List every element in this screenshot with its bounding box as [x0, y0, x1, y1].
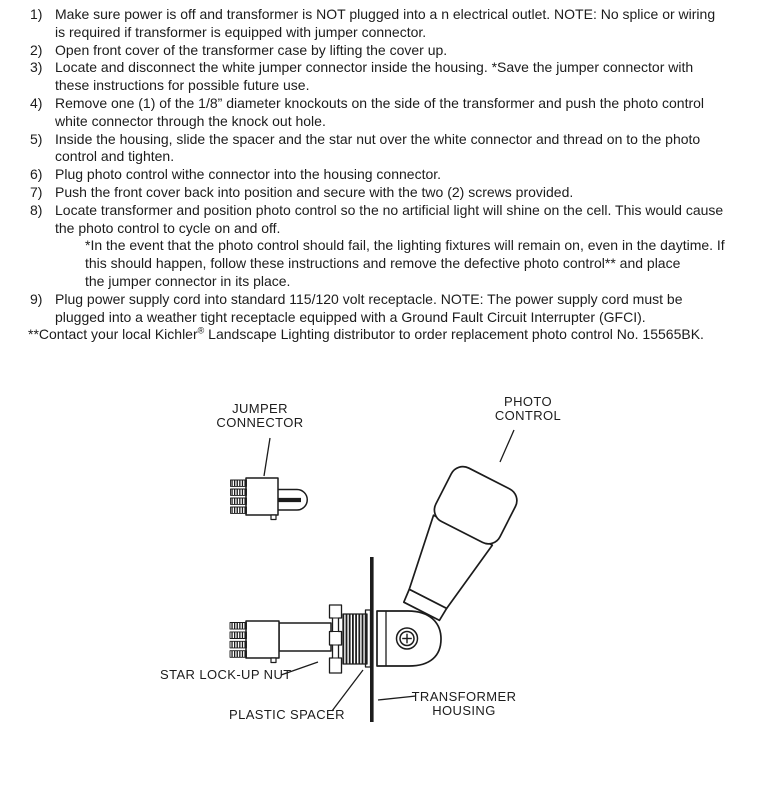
- jumper-connector-drawing: [230, 477, 308, 521]
- note-line: *In the event that the photo control sho…: [85, 237, 725, 254]
- step-number: 5): [30, 130, 43, 147]
- failure-note: *In the event that the photo control sho…: [85, 237, 725, 290]
- housing-leader-line: [377, 695, 417, 701]
- label-line: JUMPER: [232, 401, 288, 416]
- step-number: 2): [30, 41, 43, 58]
- jumper-leader-line: [263, 437, 271, 477]
- photo-control-label: PHOTO CONTROL: [458, 395, 598, 423]
- star-nut-segment-lines: [330, 617, 341, 659]
- label-line: CONTROL: [494, 407, 562, 423]
- housing-wall: [370, 557, 374, 722]
- label-line: STAR LOCK-UP NUT: [160, 667, 292, 682]
- instruction-step: 7) Push the front cover back into positi…: [30, 184, 725, 202]
- step-line: Locate and disconnect the white jumper c…: [55, 59, 694, 76]
- jumper-block: [245, 477, 279, 516]
- label-line: TRANSFORMER: [411, 689, 517, 704]
- note-line: the jumper connector in its place.: [85, 272, 291, 289]
- label-line: CONNECTOR: [216, 414, 304, 430]
- connector-block: [245, 620, 280, 659]
- step-line: Plug power supply cord into standard 115…: [55, 290, 683, 307]
- connector-pins: [229, 622, 247, 658]
- jumper-pins: [230, 479, 247, 514]
- step-line: is required if transformer is equipped w…: [55, 23, 427, 40]
- step-line: control and tighten.: [55, 148, 175, 165]
- footnote-text: Landscape Lighting distributor to order …: [204, 326, 704, 343]
- photo-control-head: [433, 465, 518, 545]
- step-number: 8): [30, 201, 43, 218]
- step-line: these instructions for possible future u…: [55, 77, 310, 94]
- label-line: HOUSING: [432, 702, 496, 718]
- instruction-step: 6) Plug photo control withe connector in…: [30, 166, 725, 184]
- threaded-stem: [342, 613, 368, 665]
- step-line: Inside the housing, slide the spacer and…: [55, 130, 701, 147]
- label-line: PLASTIC SPACER: [229, 707, 345, 722]
- step-number: 1): [30, 6, 43, 22]
- step-line: Plug photo control withe connector into …: [55, 166, 442, 183]
- leader-lines: [263, 429, 515, 712]
- instruction-step: 9) Plug power supply cord into standard …: [30, 291, 725, 327]
- step-line: Push the front cover back into position …: [55, 183, 574, 200]
- jumper-loop-outer: [278, 488, 308, 511]
- photo-control-leader-line: [499, 429, 515, 463]
- transformer-housing-label: TRANSFORMER HOUSING: [394, 690, 534, 718]
- spacer-leader-line: [331, 669, 364, 712]
- stem-shaft: [278, 622, 332, 652]
- instruction-step: 1) Make sure power is off and transforme…: [30, 6, 725, 42]
- star-lock-up-nut-label: STAR LOCK-UP NUT: [160, 668, 292, 682]
- step-number: 4): [30, 94, 43, 111]
- step-number: 7): [30, 183, 43, 200]
- instruction-step: 5) Inside the housing, slide the spacer …: [30, 131, 725, 167]
- connector-block-notch: [270, 657, 277, 664]
- step-number: 6): [30, 166, 43, 183]
- step-line: Make sure power is off and transformer i…: [55, 6, 716, 22]
- note-line: this should happen, follow these instruc…: [85, 255, 681, 272]
- step-line: Remove one (1) of the 1/8” diameter knoc…: [55, 94, 705, 111]
- registered-mark: ®: [197, 325, 205, 336]
- jumper-block-notch: [270, 514, 277, 521]
- photo-control-body: [408, 514, 494, 610]
- star-lock-nut-drawing: [328, 604, 343, 674]
- step-number: 3): [30, 59, 43, 76]
- step-line: the photo control to cycle on and off.: [55, 219, 281, 236]
- jumper-connector-label: JUMPER CONNECTOR: [190, 402, 330, 430]
- step-line: white connector through the knock out ho…: [55, 112, 326, 129]
- elbow-joint: [376, 610, 442, 667]
- instruction-step: 4) Remove one (1) of the 1/8” diameter k…: [30, 95, 725, 131]
- label-line: PHOTO: [504, 394, 552, 409]
- instruction-step: 3) Locate and disconnect the white jumpe…: [30, 59, 725, 95]
- photo-control-drawing: [402, 465, 518, 622]
- instruction-step: 8) Locate transformer and position photo…: [30, 202, 725, 238]
- stem-assembly: [229, 604, 372, 674]
- step-line: Open front cover of the transformer case…: [55, 41, 448, 58]
- step-number: 9): [30, 290, 43, 307]
- instruction-step: 2) Open front cover of the transformer c…: [30, 42, 725, 60]
- instruction-list: 1) Make sure power is off and transforme…: [28, 6, 725, 344]
- footnote: **Contact your local Kichler® Landscape …: [28, 326, 725, 344]
- footnote-text: **Contact your local Kichler: [28, 326, 198, 343]
- step-line: Locate transformer and position photo co…: [55, 201, 724, 218]
- star-nut-leader-line: [280, 661, 319, 676]
- plastic-spacer-label: PLASTIC SPACER: [229, 708, 345, 722]
- step-line: plugged into a weather tight receptacle …: [55, 308, 646, 325]
